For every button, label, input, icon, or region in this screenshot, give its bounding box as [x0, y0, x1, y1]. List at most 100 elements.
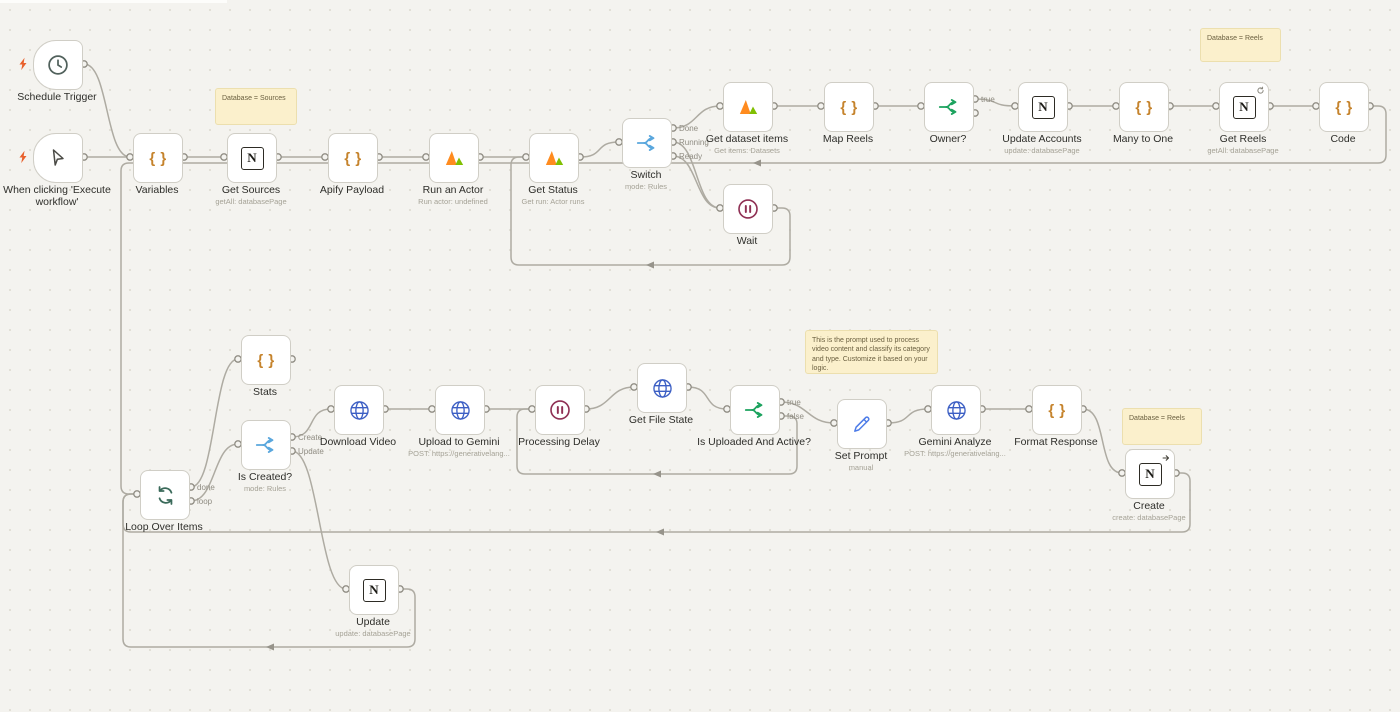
node-switch[interactable]	[622, 118, 672, 168]
node-get-dataset[interactable]	[723, 82, 773, 132]
output-port-label: done	[197, 482, 215, 492]
edge-loop-to-is-created	[190, 443, 239, 502]
refresh-badge-icon	[1256, 86, 1265, 95]
node-create[interactable]: N	[1125, 449, 1175, 499]
braces-icon: { }	[840, 98, 858, 116]
sticky-note-1[interactable]: Database = Sources	[215, 88, 297, 125]
braces-icon: { }	[149, 149, 167, 167]
lightning-bolt-icon	[18, 57, 29, 71]
edge-loop-to-stats	[190, 358, 239, 488]
node-code[interactable]: { }	[1319, 82, 1369, 132]
sticky-note-2[interactable]: This is the prompt used to process video…	[805, 330, 938, 374]
lightning-bolt-icon	[18, 150, 29, 164]
output-port-label: false	[787, 411, 804, 421]
node-update[interactable]: N	[349, 565, 399, 615]
node-update-accounts[interactable]: N	[1018, 82, 1068, 132]
node-label-format-response: Format Response	[1014, 436, 1098, 448]
sticky-note-0[interactable]: Database = Reels	[1200, 28, 1281, 62]
node-subtitle-get-sources: getAll: databasePage	[215, 196, 287, 206]
node-variables[interactable]: { }	[133, 133, 183, 183]
node-schedule-trigger[interactable]	[33, 40, 83, 90]
edge-format-response-to-create	[1082, 408, 1123, 474]
node-label-apify-payload: Apify Payload	[319, 184, 385, 196]
braces-icon: { }	[344, 149, 362, 167]
branch-arrows-icon	[938, 99, 957, 115]
node-run-actor[interactable]	[429, 133, 479, 183]
node-label-set-prompt: Set Prompt	[834, 450, 888, 462]
node-loop[interactable]	[140, 470, 190, 520]
notion-icon: N	[1031, 95, 1055, 119]
node-label-upload-gemini: Upload to Gemini	[418, 436, 500, 448]
notion-icon: N	[240, 146, 264, 170]
node-subtitle-get-reels: getAll: databasePage	[1207, 145, 1279, 155]
node-label-wait: Wait	[736, 235, 758, 247]
node-label-gemini-analyze: Gemini Analyze	[918, 436, 992, 448]
top-strip	[0, 0, 227, 3]
node-label-update: Update	[356, 616, 390, 628]
node-get-reels[interactable]: N	[1219, 82, 1269, 132]
output-port-label: Update	[298, 446, 324, 456]
node-label-schedule-trigger: Schedule Trigger	[17, 91, 97, 103]
node-label-download-video: Download Video	[319, 436, 397, 448]
edge-processing-delay-to-get-file-state	[585, 386, 635, 410]
edge-set-prompt-to-gemini-analyze	[887, 408, 929, 424]
node-gemini-analyze[interactable]	[931, 385, 981, 435]
pause-icon	[738, 199, 758, 219]
node-label-create: Create	[1133, 500, 1165, 512]
node-get-file-state[interactable]	[637, 363, 687, 413]
edge-owner-to-update-accounts	[974, 98, 1016, 107]
arrow-badge-icon	[1161, 453, 1171, 463]
globe-icon	[349, 400, 369, 420]
branch-arrows-icon	[255, 437, 274, 453]
sticky-note-3[interactable]: Database = Reels	[1122, 408, 1202, 445]
node-stats[interactable]: { }	[241, 335, 291, 385]
globe-icon	[652, 378, 672, 398]
output-port-label: true	[787, 397, 801, 407]
node-owner[interactable]	[924, 82, 974, 132]
clock-icon	[48, 55, 68, 75]
braces-icon: { }	[257, 351, 275, 369]
node-is-created[interactable]	[241, 420, 291, 470]
node-subtitle-get-dataset: Get items: Datasets	[714, 145, 780, 155]
globe-icon	[946, 400, 966, 420]
node-map-reels[interactable]: { }	[824, 82, 874, 132]
node-subtitle-create: create: databasePage	[1112, 512, 1186, 522]
node-label-stats: Stats	[253, 386, 277, 398]
node-subtitle-get-status: Get run: Actor runs	[521, 196, 585, 206]
node-get-sources[interactable]: N	[227, 133, 277, 183]
apify-icon	[445, 150, 464, 166]
braces-icon: { }	[1335, 98, 1353, 116]
output-port-label: true	[981, 94, 995, 104]
node-many-to-one[interactable]: { }	[1119, 82, 1169, 132]
node-wait[interactable]	[723, 184, 773, 234]
node-upload-gemini[interactable]	[435, 385, 485, 435]
node-label-get-dataset: Get dataset items	[705, 133, 789, 145]
edge-is-created-to-update	[291, 450, 347, 590]
node-download-video[interactable]	[334, 385, 384, 435]
node-label-run-actor: Run an Actor	[422, 184, 484, 196]
node-label-processing-delay: Processing Delay	[518, 436, 600, 448]
node-set-prompt[interactable]	[837, 399, 887, 449]
node-label-variables: Variables	[135, 184, 179, 196]
node-processing-delay[interactable]	[535, 385, 585, 435]
node-label-manual-trigger: When clicking 'Execute workflow'	[3, 184, 111, 209]
node-label-is-created: Is Created?	[237, 471, 293, 483]
branch-arrows-icon	[744, 402, 763, 418]
edge-direction-arrow	[266, 643, 274, 651]
node-get-status[interactable]	[529, 133, 579, 183]
node-subtitle-switch: mode: Rules	[624, 181, 668, 191]
node-manual-trigger[interactable]	[33, 133, 83, 183]
braces-icon: { }	[1135, 98, 1153, 116]
node-label-get-reels: Get Reels	[1219, 133, 1267, 145]
node-is-uploaded[interactable]	[730, 385, 780, 435]
node-format-response[interactable]: { }	[1032, 385, 1082, 435]
edge-schedule-trigger-to-variables	[83, 63, 131, 158]
node-label-switch: Switch	[630, 169, 662, 181]
notion-icon: N	[362, 578, 386, 602]
output-port-label: Ready	[679, 151, 703, 161]
node-apify-payload[interactable]: { }	[328, 133, 378, 183]
edge-is-uploaded-to-set-prompt	[780, 401, 835, 424]
node-subtitle-run-actor: Run actor: undefined	[418, 196, 488, 206]
